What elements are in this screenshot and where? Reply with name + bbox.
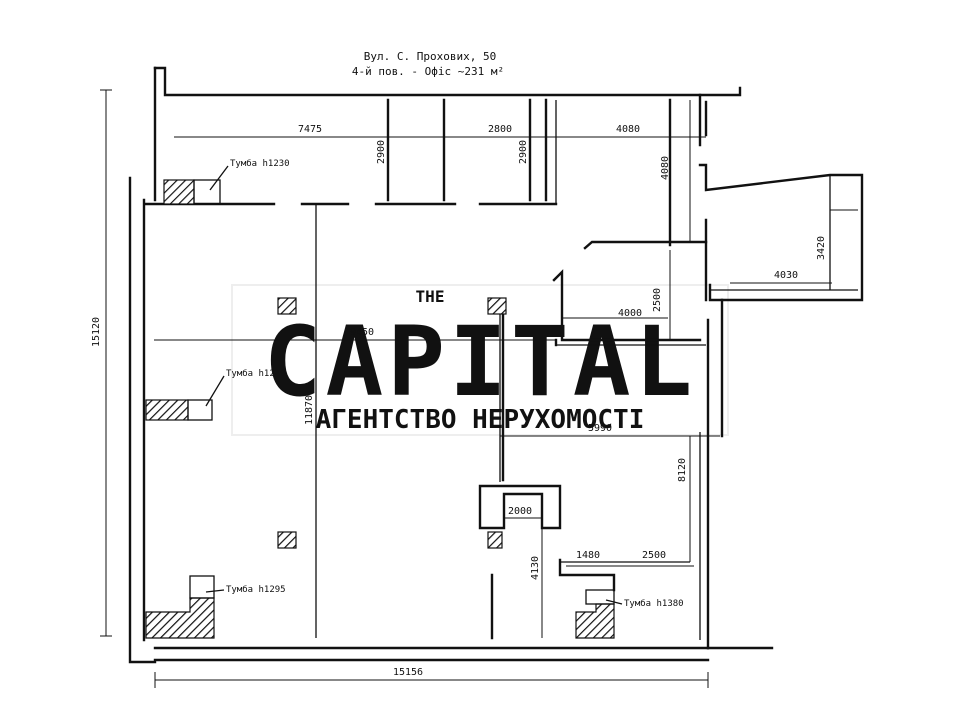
- dim-right-room-height: 8120: [677, 458, 688, 482]
- outer-walls: [128, 66, 774, 664]
- dim-right-vertical: 4080: [660, 156, 671, 180]
- column-bottom-left: [145, 597, 215, 639]
- shaft-label-1: Тумба h1230: [230, 158, 290, 169]
- shaft-label-4: Тумба h1380: [624, 598, 684, 609]
- watermark: THE CAPITAL АГЕНТСТВО НЕРУХОМОСТІ: [231, 284, 729, 436]
- shaft-label-3: Тумба h1295: [226, 584, 286, 595]
- corridor-balcony: [552, 163, 864, 347]
- column-top-left: [163, 179, 195, 205]
- watermark-brand-text: CAPITAL: [264, 306, 697, 418]
- watermark-subtitle-text: АГЕНТСТВО НЕРУХОМОСТІ: [316, 405, 645, 435]
- dim-small-room-width: 2000: [508, 506, 532, 517]
- shaft-annotations: Тумба h1230 Тумба h1240 Тумба h1295 Тумб…: [205, 158, 684, 609]
- dim-balcony-height: 3420: [816, 236, 827, 260]
- dim-left-room-height: 2900: [376, 140, 387, 164]
- columns: [145, 179, 615, 639]
- pillar-4: [487, 531, 503, 549]
- dim-total-height: 15120: [91, 317, 102, 347]
- dim-corridor-width: 4000: [618, 308, 642, 319]
- dim-total-width: 15156: [393, 667, 423, 678]
- watermark-small-text: THE: [416, 287, 445, 306]
- dim-balcony-width: 4030: [774, 270, 798, 281]
- dim-right-room-width: 5990: [588, 423, 612, 434]
- pillar-3: [277, 531, 297, 549]
- dim-main-room-height: 11870: [304, 395, 315, 425]
- upper-rooms: [144, 98, 672, 247]
- dim-top-mid-span: 2800: [488, 124, 512, 135]
- dim-step-width-a: 1480: [576, 550, 600, 561]
- dim-top-left-span: 7475: [298, 124, 322, 135]
- pillar-1: [277, 297, 297, 315]
- pillar-2: [487, 297, 507, 315]
- shaft-label-2: Тумба h1240: [226, 368, 286, 379]
- dim-top-right-span: 4080: [616, 124, 640, 135]
- column-bottom-right: [575, 603, 615, 639]
- dim-main-room-width: 9450: [350, 327, 374, 338]
- dim-small-room-height: 4130: [530, 556, 541, 580]
- dim-mid-room-height: 2900: [518, 140, 529, 164]
- dimension-labels: 15120 15156 7475 2800 4080 2900 2900 408…: [91, 124, 827, 678]
- dim-corridor-height: 2500: [652, 288, 663, 312]
- column-mid-left: [145, 399, 189, 421]
- floor-area-text: 4-й пов. - Офіс ~231 м²: [352, 65, 504, 78]
- address-text: Вул. С. Прохових, 50: [364, 50, 496, 63]
- dim-step-width-b: 2500: [642, 550, 666, 561]
- dimension-lines: [100, 89, 858, 688]
